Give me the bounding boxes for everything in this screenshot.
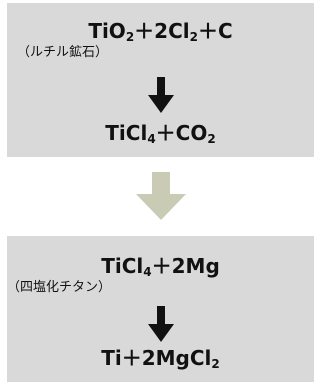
titanium-tetrachloride-note: （四塩化チタン） [7,280,112,295]
subscript: 2 [125,30,135,44]
formula-part: ＋CO [155,121,208,145]
reduction-products: Ti＋2MgCl2 [7,346,314,370]
down-arrow-icon [147,306,174,342]
subscript: 4 [143,265,152,279]
formula-part: ＋2Mg [151,254,220,278]
subscript: 2 [207,132,216,146]
rutile-ore-note: （ルチル鉱石） [17,45,109,60]
step-arrow-icon [136,172,186,220]
down-arrow-icon [147,77,174,113]
magnesium-reduction-box: TiCl4＋2Mg （四塩化チタン） Ti＋2MgCl2 [7,236,314,382]
reduction-reactants: TiCl4＋2Mg [7,254,314,278]
subscript: 4 [147,132,156,146]
subscript: 2 [211,357,220,371]
formula-part: TiCl [101,254,144,278]
formula-part: ＋2Cl [134,19,190,43]
rutile-chlorination-box: TiO2＋2Cl2＋C （ルチル鉱石） TiCl4＋CO2 [7,3,314,157]
formula-part: ＋C [197,19,233,43]
chlorination-reactants: TiO2＋2Cl2＋C [7,19,314,43]
formula-part: TiO [88,19,126,43]
subscript: 2 [189,30,198,44]
chlorination-products: TiCl4＋CO2 [7,121,314,145]
formula-part: TiCl [105,121,148,145]
formula-part: Ti＋2MgCl [101,346,212,370]
